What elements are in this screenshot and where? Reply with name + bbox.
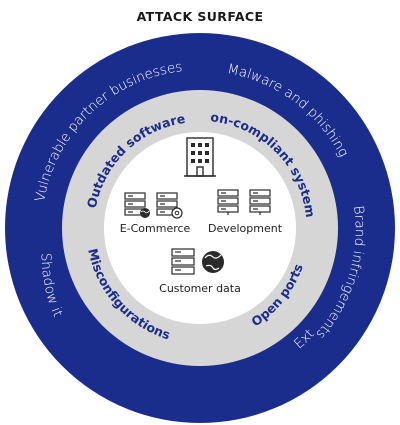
center-circle bbox=[104, 132, 296, 324]
diagram-title: ATTACK SURFACE bbox=[137, 9, 264, 24]
globe-icon bbox=[202, 251, 224, 273]
server-icon bbox=[249, 189, 271, 215]
center-label-customer-data: Customer data bbox=[159, 282, 241, 295]
globe-icon bbox=[140, 208, 150, 218]
center-label-development: Development bbox=[208, 222, 283, 235]
server-icon bbox=[156, 192, 178, 216]
building-icon bbox=[184, 137, 216, 177]
center-label-ecommerce: E-Commerce bbox=[120, 222, 191, 235]
server-icon bbox=[217, 189, 239, 215]
server-icon bbox=[124, 192, 146, 216]
at-sign-icon bbox=[171, 207, 183, 219]
server-icon bbox=[171, 248, 195, 275]
